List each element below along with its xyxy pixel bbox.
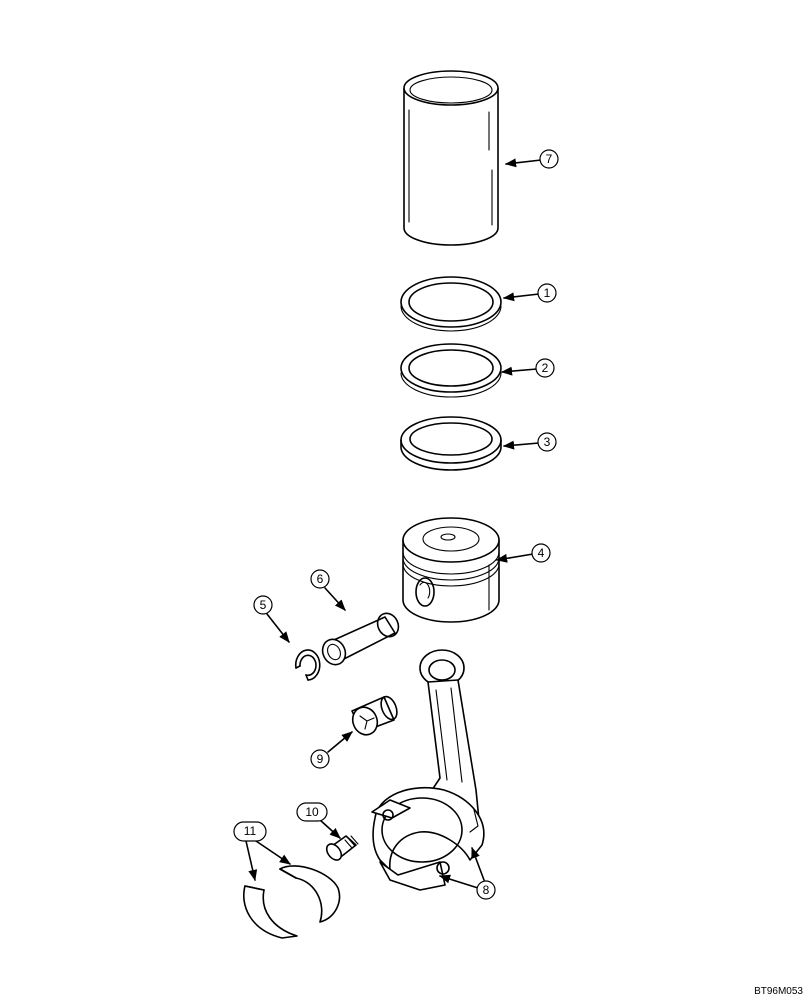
bearing-shells-part: [243, 865, 341, 939]
piston-ring-3-part: [400, 416, 502, 471]
callout-4: 4: [495, 543, 551, 563]
piston-pin-part: [321, 612, 400, 666]
callout-7: 7: [504, 149, 559, 169]
cylinder-sleeve-part: [403, 70, 499, 246]
connecting-rod-part: [371, 649, 485, 891]
bushing-part: [351, 695, 398, 736]
callout-8: 8: [438, 846, 496, 900]
callout-2: 2: [500, 358, 555, 378]
callout-7-label: 7: [546, 152, 553, 166]
callout-11: 11: [233, 821, 291, 882]
callout-6: 6: [310, 569, 346, 611]
callout-4-label: 4: [538, 546, 545, 560]
callout-1: 1: [502, 283, 557, 303]
callout-9: 9: [310, 731, 353, 769]
callout-10: 10: [296, 802, 341, 839]
callout-5-label: 5: [260, 598, 267, 612]
callout-3-label: 3: [544, 435, 551, 449]
snap-ring-part: [294, 649, 321, 681]
piston-ring-2-part: [400, 343, 502, 398]
callout-3: 3: [502, 432, 557, 452]
callout-11-label: 11: [244, 824, 257, 838]
callout-8-label: 8: [483, 883, 490, 897]
figure-reference-code: BT96M053: [754, 986, 803, 997]
callout-2-label: 2: [542, 361, 549, 375]
bolt-part: [325, 835, 359, 861]
callout-6-label: 6: [317, 572, 324, 586]
callout-1-label: 1: [544, 286, 551, 300]
piston-part: [402, 517, 500, 623]
piston-ring-1-part: [400, 276, 502, 332]
callout-5: 5: [253, 595, 290, 643]
callout-10-label: 10: [305, 805, 319, 819]
callout-9-label: 9: [317, 752, 324, 766]
